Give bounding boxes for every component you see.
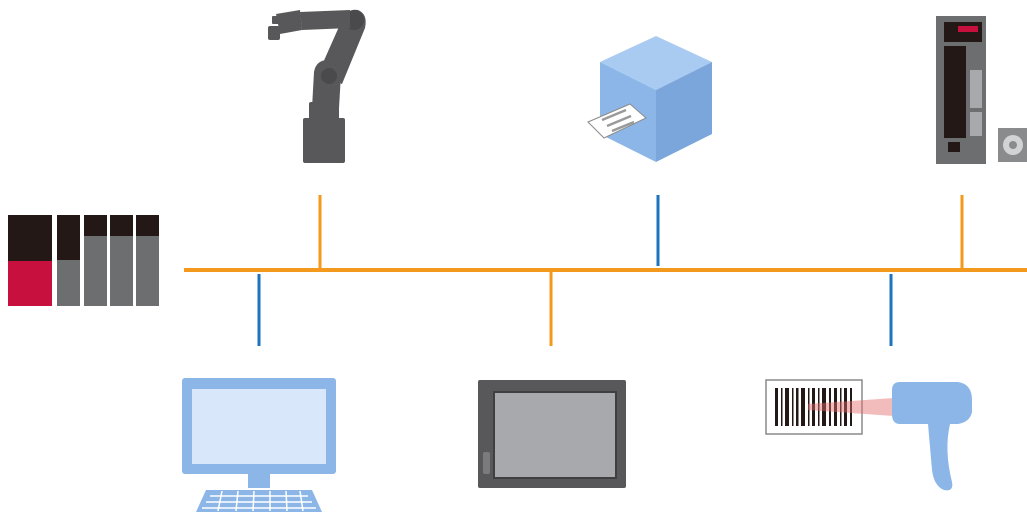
laser-beam [808,398,894,416]
robot-arm-icon [268,9,366,163]
plc-rack-icon [8,215,159,306]
pc-computer-icon [182,378,336,512]
hmi-panel-icon [478,380,626,488]
label-printer-icon [587,36,712,162]
servo-drive-icon [936,16,1027,164]
barcode-scanner-icon [765,379,972,491]
barcode-bars [775,388,852,426]
